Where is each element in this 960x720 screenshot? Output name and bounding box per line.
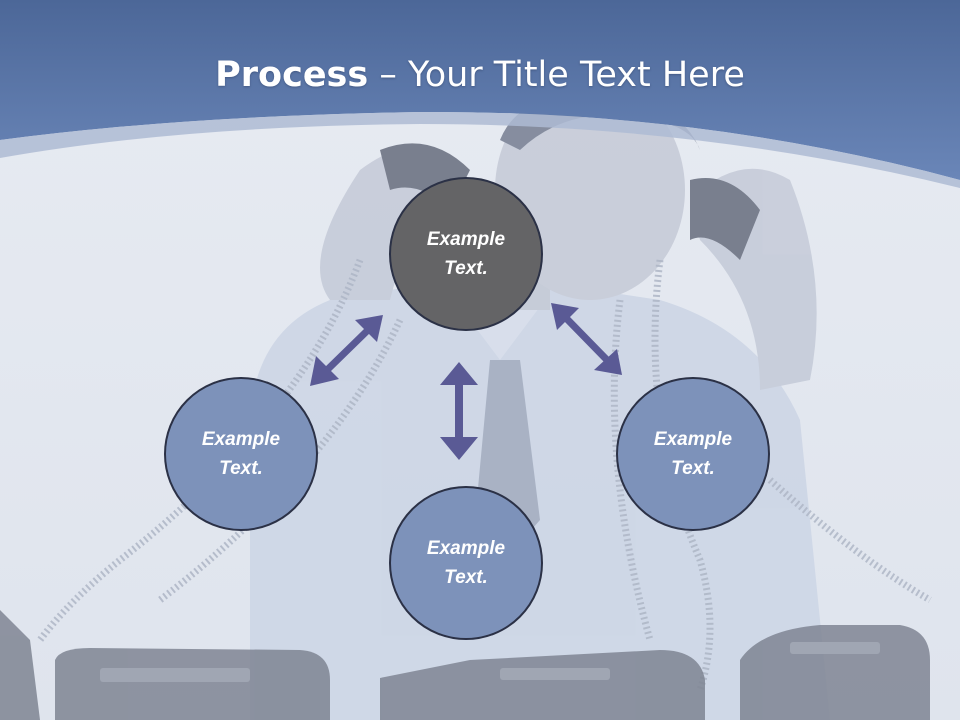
process-node-left[interactable]: Example Text. [164, 377, 318, 531]
node-left-line2: Text. [219, 458, 263, 479]
node-bottom-line2: Text. [444, 567, 488, 588]
title-bold: Process [215, 55, 369, 95]
node-left-line1: Example [201, 429, 281, 450]
title-rest: – Your Title Text Here [368, 55, 745, 95]
arrow-top-right [551, 303, 622, 375]
node-top-line2: Text. [444, 258, 488, 279]
slide-title: Process – Your Title Text Here [0, 52, 960, 98]
arrow-center-vertical [440, 362, 478, 460]
node-bottom-line1: Example [426, 538, 506, 559]
node-top-line1: Example [426, 229, 506, 250]
arrow-top-left [310, 315, 383, 386]
node-right-line1: Example [653, 429, 733, 450]
process-node-top[interactable]: Example Text. [389, 177, 543, 331]
node-right-line2: Text. [671, 458, 715, 479]
process-node-right[interactable]: Example Text. [616, 377, 770, 531]
process-node-bottom[interactable]: Example Text. [389, 486, 543, 640]
